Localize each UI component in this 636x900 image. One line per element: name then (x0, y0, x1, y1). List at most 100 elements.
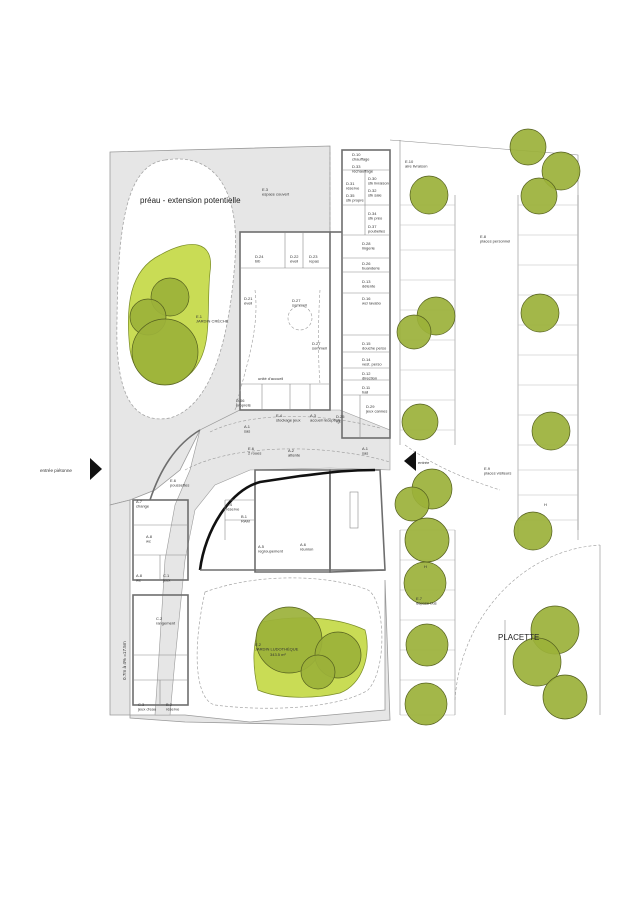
site-name: dépose bus (416, 601, 437, 606)
room-code: D.24 (255, 254, 264, 259)
label-preau: préau - extension potentielle (140, 196, 241, 205)
ground-south-strip (129, 579, 391, 726)
site-code: E.3 (262, 187, 269, 192)
room-code: D.13 (362, 279, 371, 284)
room-name: repas (309, 259, 319, 264)
room-code: D.25 (336, 414, 345, 419)
room-name: réserve (166, 707, 180, 712)
room-code: D.30 (368, 176, 377, 181)
room-label: A.8wc (146, 534, 153, 544)
room-name: sas (362, 451, 368, 456)
site-code: E.1 (196, 314, 203, 319)
site-name: JARDIN CRÈCHE (196, 319, 229, 324)
tree (513, 511, 553, 551)
room-name: stk sale (368, 193, 382, 198)
room-name: attente (288, 453, 301, 458)
tree (396, 314, 432, 350)
room-name: réserve (346, 186, 360, 191)
label-parking-h2: H (424, 564, 427, 569)
tree (300, 654, 336, 690)
room-code: C.1 (163, 573, 170, 578)
room-name: jeux (162, 578, 170, 583)
tree (394, 486, 430, 522)
room-code: E.6 (248, 446, 255, 451)
room-name: wc/ lavabo (362, 301, 382, 306)
room-code: D.14 (362, 357, 371, 362)
room-name: éveil (290, 259, 298, 264)
room-name: poussettes (170, 483, 189, 488)
room-code: D.37 (368, 224, 377, 229)
room-code: A.4 (226, 502, 233, 507)
room-name: sas (244, 429, 250, 434)
room-name: stk propre (346, 198, 365, 203)
room-name: sommeil (292, 303, 307, 308)
room-name: change (136, 504, 150, 509)
room-code: A.6 (300, 542, 307, 547)
tree (541, 151, 581, 191)
room-name: hall (362, 390, 368, 395)
room-name: 2 roues (248, 451, 261, 456)
label-pedestrian-entrance: entrée piétonne (40, 468, 72, 473)
tree (520, 177, 558, 215)
site-name: places personnel (480, 239, 510, 244)
room-label: E.62 roues (248, 446, 261, 456)
room-name: propreté (236, 403, 252, 408)
site-name: places visiteurs (484, 471, 511, 476)
room-code: D.23 (309, 254, 318, 259)
tree (405, 623, 449, 667)
room-name: détente (362, 284, 376, 289)
room-code: C.3 (138, 702, 145, 707)
room-code: E.4 (276, 413, 283, 418)
room-name: douche perso (362, 346, 387, 351)
room-code: A.3 (310, 413, 317, 418)
room-name: jeux cannes (365, 409, 387, 414)
room-name: jeux d'eau (137, 707, 156, 712)
room-code: B.2 (166, 702, 173, 707)
trees (129, 128, 588, 726)
label-slope: 0.7m à 4% =17.5m (122, 641, 127, 680)
room-name: RAM (241, 519, 250, 524)
room-code: D.22 (290, 254, 299, 259)
site-name: JARDIN LUDOTHÈQUE (255, 647, 299, 652)
arrow-east-entrance-icon (404, 451, 416, 471)
room-code: A.2 (288, 448, 295, 453)
room-code: D.28 (362, 241, 371, 246)
room-name: rangement (156, 621, 176, 626)
label-placette: PLACETTE (498, 633, 539, 642)
label-hall: unité d'accueil (258, 376, 283, 381)
site-code: E.10 (405, 159, 414, 164)
room-name: bib (255, 259, 261, 264)
room-code: D.31 (346, 181, 355, 186)
tree (409, 175, 449, 215)
tree (404, 682, 448, 726)
room-name: stk livraison (368, 181, 389, 186)
room-code: A.1 (244, 424, 251, 429)
room-code: C.2 (156, 616, 163, 621)
